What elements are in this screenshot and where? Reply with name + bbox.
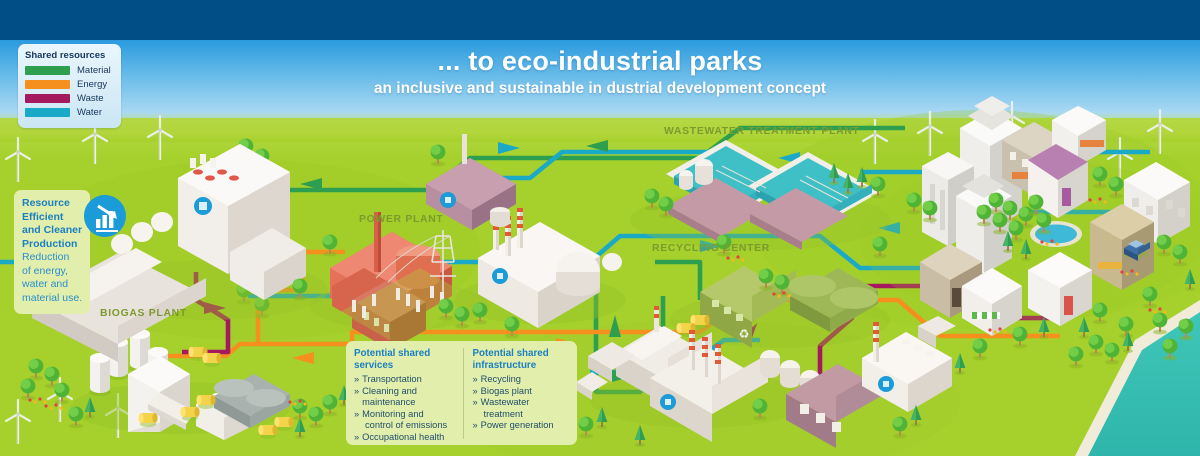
legend-item-energy: Energy	[25, 79, 114, 90]
infrastructure-item-wastewater-cont: treatment	[473, 409, 567, 421]
label-recycling-center: RECYCLING CENTER	[652, 243, 770, 254]
legend-swatch-water	[25, 108, 70, 117]
bullet-icon: »	[354, 431, 360, 442]
shared-resources-legend: Shared resources Material Energy Waste W…	[18, 44, 121, 128]
callout-heading-line-4: Production	[22, 237, 78, 250]
infrastructure-heading: Potential shared infrastructure	[472, 348, 549, 371]
callout-heading-line-3: and Cleaner	[22, 224, 83, 236]
label-biogas-plant: BIOGAS PLANT	[100, 308, 187, 319]
services-item-text: Cleaning and maintenance	[362, 385, 417, 408]
infrastructure-item-text: Power generation	[480, 420, 554, 431]
header-subtitle-block: ... to eco-industrial parks an inclusive…	[0, 46, 1200, 98]
services-item-occupational-health: » Occupational health	[354, 432, 458, 444]
bullet-icon: »	[354, 385, 360, 396]
declining-bar-chart-icon	[84, 195, 126, 237]
tagline: an inclusive and sustainable in dustrial…	[373, 80, 827, 97]
bullet-icon: »	[472, 374, 478, 384]
callout-body-line-4: material use.	[22, 291, 83, 304]
infrastructure-item-text: Recycling	[480, 374, 521, 384]
label-power-plant: POWER PLANT	[359, 214, 444, 225]
legend-item-waste: Waste	[25, 93, 114, 104]
subtitle: ... to eco-industrial parks	[437, 46, 763, 76]
services-item-monitoring-cont: control of emissions	[354, 420, 458, 432]
infrastructure-item-text: Biogas plant	[480, 385, 532, 396]
legend-title: Shared resources	[25, 50, 106, 61]
legend-label-energy: Energy	[77, 79, 108, 90]
legend-item-material: Material	[25, 65, 114, 76]
callout-heading-line-1: Resource	[22, 197, 70, 209]
biogas-plant	[70, 329, 290, 440]
city-district	[860, 96, 1200, 375]
title-banner	[0, 0, 1200, 40]
callout-body-line-3: water and	[22, 278, 69, 290]
services-item-monitoring: » Monitoring and	[354, 409, 458, 421]
svg-text:♻: ♻	[739, 327, 750, 341]
services-item-text: Transportation	[362, 374, 422, 384]
legend-label-waste: Waste	[77, 93, 104, 104]
legend-swatch-waste	[25, 94, 70, 103]
infrastructure-item-wastewater: » Wastewater	[473, 397, 567, 409]
bullet-icon: »	[354, 374, 360, 384]
callout-heading-line-2: Efficient	[22, 210, 64, 223]
services-item-transportation: » Transportation	[354, 374, 458, 386]
services-item-text: Occupational health	[362, 431, 445, 442]
recycling-center: ♻	[670, 266, 890, 348]
services-item-text: Monitoring and	[362, 408, 424, 419]
services-heading: Potential shared services	[354, 348, 431, 371]
infrastructure-item-recycling: » Recycling	[473, 374, 567, 386]
infrastructure-item-text: Wastewater	[480, 397, 530, 408]
services-item-cleaning: » Cleaning and maintenance	[354, 386, 458, 409]
legend-swatch-material	[25, 66, 70, 75]
bullet-icon: »	[354, 408, 360, 419]
bullet-icon: »	[472, 420, 478, 431]
shared-services-infrastructure-panel: Potential shared services » Transportati…	[346, 341, 577, 445]
resource-efficiency-callout: Resource Efficient and Cleaner Productio…	[14, 190, 90, 314]
bullet-icon: »	[472, 397, 478, 408]
infrastructure-item-power-generation: » Power generation	[473, 420, 567, 432]
callout-body-line-2: of energy,	[22, 264, 68, 277]
callout-body-line-1: Reduction	[22, 251, 70, 263]
infrastructure-item-text: treatment	[483, 408, 523, 419]
legend-label-material: Material	[77, 65, 111, 76]
legend-swatch-energy	[25, 80, 70, 89]
infrastructure-item-biogas-plant: » Biogas plant	[473, 386, 567, 398]
services-item-text: control of emissions	[365, 420, 448, 431]
potential-shared-infrastructure-column: Potential shared infrastructure » Recycl…	[462, 348, 572, 439]
potential-shared-services-column: Potential shared services » Transportati…	[354, 348, 463, 442]
label-wastewater-treatment-plant: WASTEWATER TREATMENT PLANT	[664, 126, 860, 137]
legend-label-water: Water	[77, 107, 102, 118]
legend-item-water: Water	[25, 107, 114, 118]
bullet-icon: »	[472, 385, 478, 396]
